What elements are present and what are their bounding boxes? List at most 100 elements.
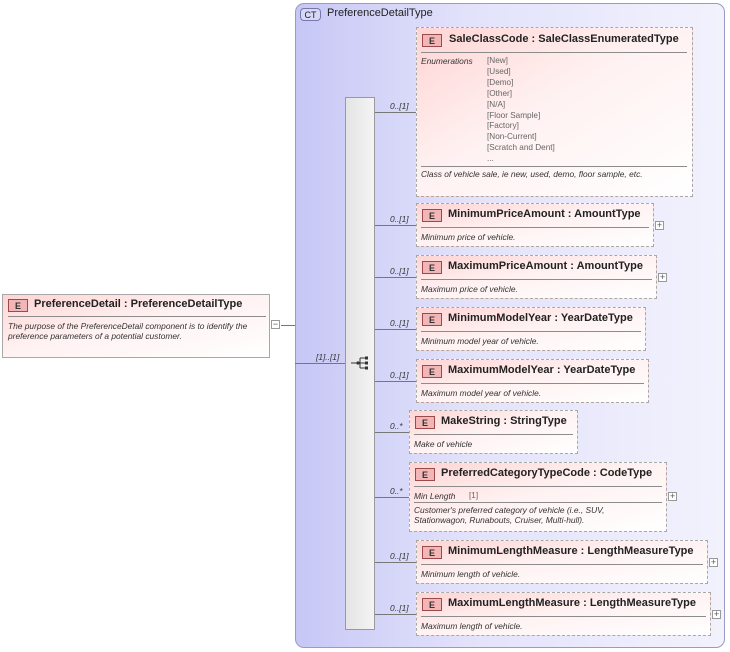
root-element-title: PreferenceDetail : PreferenceDetailType [34,298,243,310]
element-name: MaximumLengthMeasure [448,597,581,609]
title-separator [421,52,687,53]
enumeration-value: [Factory] [487,121,519,131]
facet-value: [1] [469,491,479,500]
element-box-minimummodelyear[interactable]: E MinimumModelYear : YearDateType Minimu… [416,307,646,351]
element-type: LengthMeasureType [589,597,696,609]
child-connector [375,381,416,382]
element-type: AmountType [576,260,643,272]
child-cardinality: 0..[1] [390,101,409,111]
child-connector [375,562,416,563]
element-box-saleclasscode[interactable]: E SaleClassCode : SaleClassEnumeratedTyp… [416,27,693,197]
element-title: MaximumModelYear : YearDateType [448,364,636,376]
element-name: SaleClassCode [449,33,529,45]
element-documentation: Make of vehicle [414,439,473,449]
root-element-box[interactable]: E PreferenceDetail : PreferenceDetailTyp… [2,294,270,358]
child-cardinality: 0..* [390,421,403,431]
element-box-minimumpriceamount[interactable]: E MinimumPriceAmount : AmountType Minimu… [416,203,654,247]
element-badge: E [415,468,435,481]
title-separator [421,564,703,565]
child-connector [375,329,416,330]
enumeration-list: [New] [Used] [Demo] [Other] [N/A] [Floor… [487,56,555,165]
enumeration-value: [Non-Current] [487,132,537,142]
root-documentation: The purpose of the PreferenceDetail comp… [8,321,248,341]
doc-separator [421,166,687,167]
expand-toggle[interactable]: + [712,609,721,619]
child-cardinality: 0..[1] [390,551,409,561]
element-type: CodeType [599,467,653,479]
element-title: PreferredCategoryTypeCode : CodeType [441,467,653,479]
ct-connector [295,363,345,364]
element-documentation: Minimum length of vehicle. [421,569,521,579]
title-separator [421,227,649,228]
element-title: MakeString : StringType [441,415,567,427]
element-box-preferredcategorytypecode[interactable]: E PreferredCategoryTypeCode : CodeType M… [409,462,667,532]
child-cardinality: 0..[1] [390,266,409,276]
element-documentation: Maximum price of vehicle. [421,284,518,294]
element-badge: E [415,416,435,429]
element-documentation: Minimum price of vehicle. [421,232,516,242]
enumeration-value: [Other] [487,88,513,98]
element-name: MinimumModelYear [448,312,552,324]
child-cardinality: 0..[1] [390,318,409,328]
element-type: PreferenceDetailType [130,298,243,310]
child-cardinality: 0..[1] [390,603,409,613]
collapse-toggle[interactable]: − [271,319,280,329]
child-connector [375,614,416,615]
title-separator [421,279,652,280]
child-cardinality: 0..* [390,486,403,496]
element-box-maximumlengthmeasure[interactable]: E MaximumLengthMeasure : LengthMeasureTy… [416,592,711,636]
element-badge: E [422,34,442,47]
element-badge: E [8,299,28,312]
root-connector [281,325,295,326]
enumeration-value: [Demo] [487,77,514,87]
element-name: PreferredCategoryTypeCode [441,467,590,479]
element-type: StringType [510,415,567,427]
element-type: YearDateType [563,364,636,376]
child-cardinality: 0..[1] [390,214,409,224]
expand-toggle[interactable]: + [709,557,718,567]
element-documentation: Maximum model year of vehicle. [421,388,542,398]
element-type: SaleClassEnumeratedType [538,33,679,45]
element-title: MinimumModelYear : YearDateType [448,312,633,324]
child-connector [375,432,409,433]
enumeration-value: [New] [487,56,508,65]
facet-label: Min Length [414,491,456,501]
title-separator [421,616,706,617]
element-title: MaximumPriceAmount : AmountType [448,260,643,272]
element-box-maximummodelyear[interactable]: E MaximumModelYear : YearDateType Maximu… [416,359,649,403]
title-separator [414,434,573,435]
child-connector [375,497,409,498]
element-badge: E [422,313,442,326]
element-title: MinimumPriceAmount : AmountType [448,208,641,220]
facet-label: Enumerations [421,56,473,66]
element-title: SaleClassCode : SaleClassEnumeratedType [449,33,679,45]
element-title: MinimumLengthMeasure : LengthMeasureType [448,545,694,557]
child-connector [375,112,416,113]
element-type: YearDateType [560,312,633,324]
element-badge: E [422,261,442,274]
child-connector [375,277,416,278]
enumeration-value: [Floor Sample] [487,110,541,120]
element-badge: E [422,209,442,222]
enumeration-value: ... [487,154,494,164]
enumeration-value: [N/A] [487,99,506,109]
element-documentation: Maximum length of vehicle. [421,621,523,631]
element-type: AmountType [574,208,641,220]
sequence-compositor[interactable] [345,97,375,630]
element-documentation: Customer's preferred category of vehicle… [414,505,605,525]
expand-toggle[interactable]: + [658,272,667,282]
element-name: MaximumModelYear [448,364,554,376]
element-name: MinimumLengthMeasure [448,545,578,557]
expand-toggle[interactable]: + [655,220,664,230]
element-box-makestring[interactable]: E MakeString : StringType Make of vehicl… [409,410,578,454]
element-name: PreferenceDetail [34,298,121,310]
enumeration-value: [Scratch and Dent] [487,143,555,153]
expand-toggle[interactable]: + [668,491,677,501]
sequence-icon [351,356,368,370]
element-box-maximumpriceamount[interactable]: E MaximumPriceAmount : AmountType Maximu… [416,255,657,299]
complex-type-title: PreferenceDetailType [327,7,433,19]
element-box-minimumlengthmeasure[interactable]: E MinimumLengthMeasure : LengthMeasureTy… [416,540,708,584]
element-documentation: Class of vehicle sale, ie new, used, dem… [421,169,643,179]
sequence-cardinality: [1]..[1] [316,352,340,362]
doc-separator [414,502,662,503]
